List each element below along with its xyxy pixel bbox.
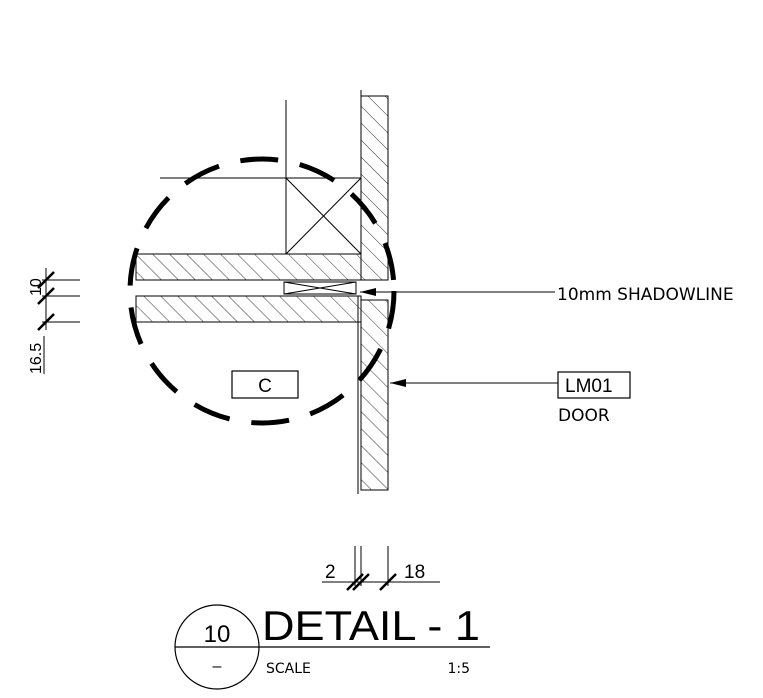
title-block	[174, 604, 490, 690]
detail-boundary-circle	[127, 156, 397, 426]
material-tag-box	[557, 371, 631, 399]
upper-horizontal-member	[135, 253, 362, 281]
room-tag: C	[258, 376, 272, 397]
left-dimension-lines	[37, 268, 80, 331]
room-tag-box	[231, 370, 299, 399]
door-leaf	[360, 299, 389, 491]
shadowline-gap	[136, 279, 361, 297]
upper-jamb	[360, 95, 389, 281]
lower-horizontal-member	[135, 295, 362, 323]
sheet-number: –	[213, 658, 222, 675]
scale-label: SCALE	[266, 661, 311, 677]
detail-number: 10	[204, 621, 231, 648]
detail-title: DETAIL - 1	[262, 602, 480, 649]
shadowline-leader	[360, 288, 555, 296]
dimension-left-upper: 10	[28, 278, 45, 296]
dimension-bottom-right: 18	[404, 562, 425, 583]
bottom-dimension-lines	[322, 546, 440, 591]
frame-lines	[160, 90, 362, 255]
material-tag: LM01	[565, 376, 613, 397]
scale-value: 1:5	[447, 661, 470, 677]
dimension-left-lower: 16.5	[28, 343, 45, 374]
door-leader	[390, 379, 558, 387]
shadowline-label: 10mm SHADOWLINE	[557, 285, 734, 305]
material-name: DOOR	[558, 406, 610, 426]
dimension-bottom-left: 2	[325, 562, 336, 583]
